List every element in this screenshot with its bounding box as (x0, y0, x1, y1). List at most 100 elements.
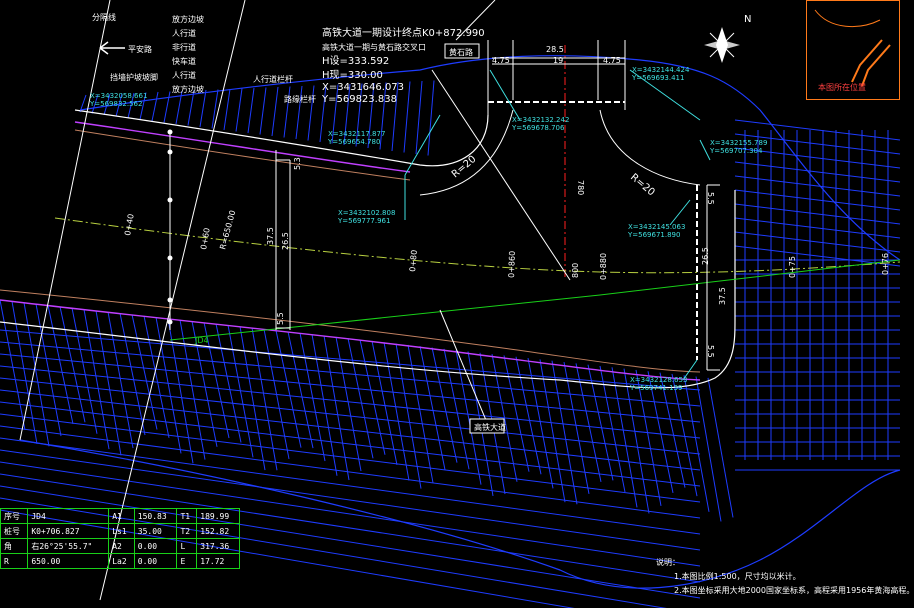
svg-text:快车道: 快车道 (172, 56, 196, 66)
huangshi-label-box (444, 43, 480, 59)
hatch-line (299, 332, 326, 462)
notes-heading: 说明： (656, 558, 680, 567)
hatch-line (515, 356, 542, 475)
label-r650: R=650.00 (218, 209, 237, 250)
hatch-line (355, 83, 363, 147)
curve-table-cell: L (176, 538, 198, 554)
section-dots (167, 129, 173, 325)
hatch-line (0, 377, 701, 455)
hatch-line (187, 90, 195, 126)
station-1: 0+40 (123, 213, 136, 236)
svg-text:非行道: 非行道 (172, 42, 196, 52)
curve-table-cell: 桩号 (0, 523, 29, 539)
curve-table-cell: 152.82 (196, 523, 240, 539)
label-h-design: H设=333.592 (322, 55, 389, 67)
left-arrow-icon (99, 41, 125, 55)
hatch-line (247, 87, 255, 134)
dimension-lines (275, 57, 720, 371)
hatch-line (734, 147, 901, 169)
hatch-line (175, 90, 183, 125)
hatch-line (407, 344, 434, 483)
hatch-line (734, 245, 901, 267)
curve-table-cell: 189.99 (196, 508, 240, 524)
left-boundary-line (19, 0, 111, 441)
hatch-line (115, 93, 123, 117)
hatch-line (734, 175, 901, 197)
svg-text:X=3432144.424: X=3432144.424 (632, 66, 690, 74)
curve-table-cell: 150.83 (133, 508, 178, 524)
hatch-line (551, 360, 578, 505)
hatch-line (371, 340, 398, 465)
notes-line-1: 1.本图比例1:500，尺寸均以米计。 (674, 572, 801, 581)
hatch-line (0, 413, 701, 503)
hatch-line (307, 85, 315, 141)
dim-top-total: 28.5 (546, 45, 564, 54)
upper-slope-boundary (79, 55, 901, 261)
hatch-line (734, 133, 901, 155)
dim-top-right: 4.75 (603, 56, 621, 65)
dim-v-53: 5.3 (293, 157, 302, 170)
label-design-start-2: 高铁大道一期与黄石路交叉口 (322, 42, 426, 52)
hatch-line (367, 82, 375, 149)
hatch-line (734, 231, 901, 253)
hatch-line (695, 376, 722, 522)
hatch-line (235, 88, 243, 132)
hatch-line (139, 92, 147, 120)
hatch-line (199, 89, 207, 128)
hatch-line (95, 310, 122, 456)
hatch-line (319, 84, 327, 143)
hatch-line (223, 88, 231, 131)
hatch-line (427, 80, 435, 156)
hatch-line (259, 87, 267, 135)
hatch-line (734, 119, 901, 141)
hatch-line (0, 461, 701, 567)
lower-slope-hatch (0, 299, 734, 608)
station-2: 0+60 (199, 227, 212, 250)
hatch-line (391, 81, 399, 152)
label-ping-an-road: 平安路 (128, 44, 152, 54)
hatch-line (0, 341, 701, 407)
dim-v-55: 5.5 (276, 312, 285, 325)
curve-table-cell: T1 (176, 508, 198, 524)
hatch-line (0, 437, 701, 535)
label-radius-right: R=20 (628, 172, 657, 198)
hatch-line (47, 305, 74, 425)
upper-road-edge (74, 121, 411, 173)
right-slope-hatch (734, 119, 901, 471)
hatch-line (0, 365, 701, 439)
hatch-line (503, 355, 530, 472)
hatch-line (107, 311, 134, 449)
curve-table-cell: 0.00 (133, 553, 178, 569)
hatch-line (734, 161, 901, 183)
dim-v-780: 780 (576, 180, 585, 195)
inset-frame (806, 0, 900, 100)
curve-table-cell: A2 (108, 538, 135, 554)
upper-curb (74, 109, 489, 167)
curve-table-cell: 序号 (0, 508, 29, 524)
label-huangshi-road: 黄石路 (449, 47, 473, 57)
hatch-line (347, 338, 374, 459)
hatch-line (671, 373, 698, 497)
hatch-line (11, 301, 38, 445)
hatch-line (179, 319, 206, 460)
dim-r-375: 37.5 (718, 287, 727, 305)
hatch-line (0, 401, 701, 487)
curve-table-cell: 右26°25'55.7" (27, 538, 110, 554)
svg-text:人行道: 人行道 (172, 28, 196, 38)
station-6: 0+880 (599, 253, 608, 280)
hatch-line (707, 377, 734, 518)
curve-table-cell: E (176, 553, 198, 569)
dim-top-left: 4.75 (492, 56, 510, 65)
hatch-line (415, 80, 423, 155)
label-isolation-rail: 路缘栏杆 (284, 94, 316, 104)
hatch-line (71, 307, 98, 434)
right-return-curve (599, 109, 701, 186)
hatch-line (311, 334, 338, 476)
hatch-line (0, 449, 701, 551)
label-fenzhu: 分隔线 (92, 12, 116, 22)
hatch-line (383, 342, 410, 481)
